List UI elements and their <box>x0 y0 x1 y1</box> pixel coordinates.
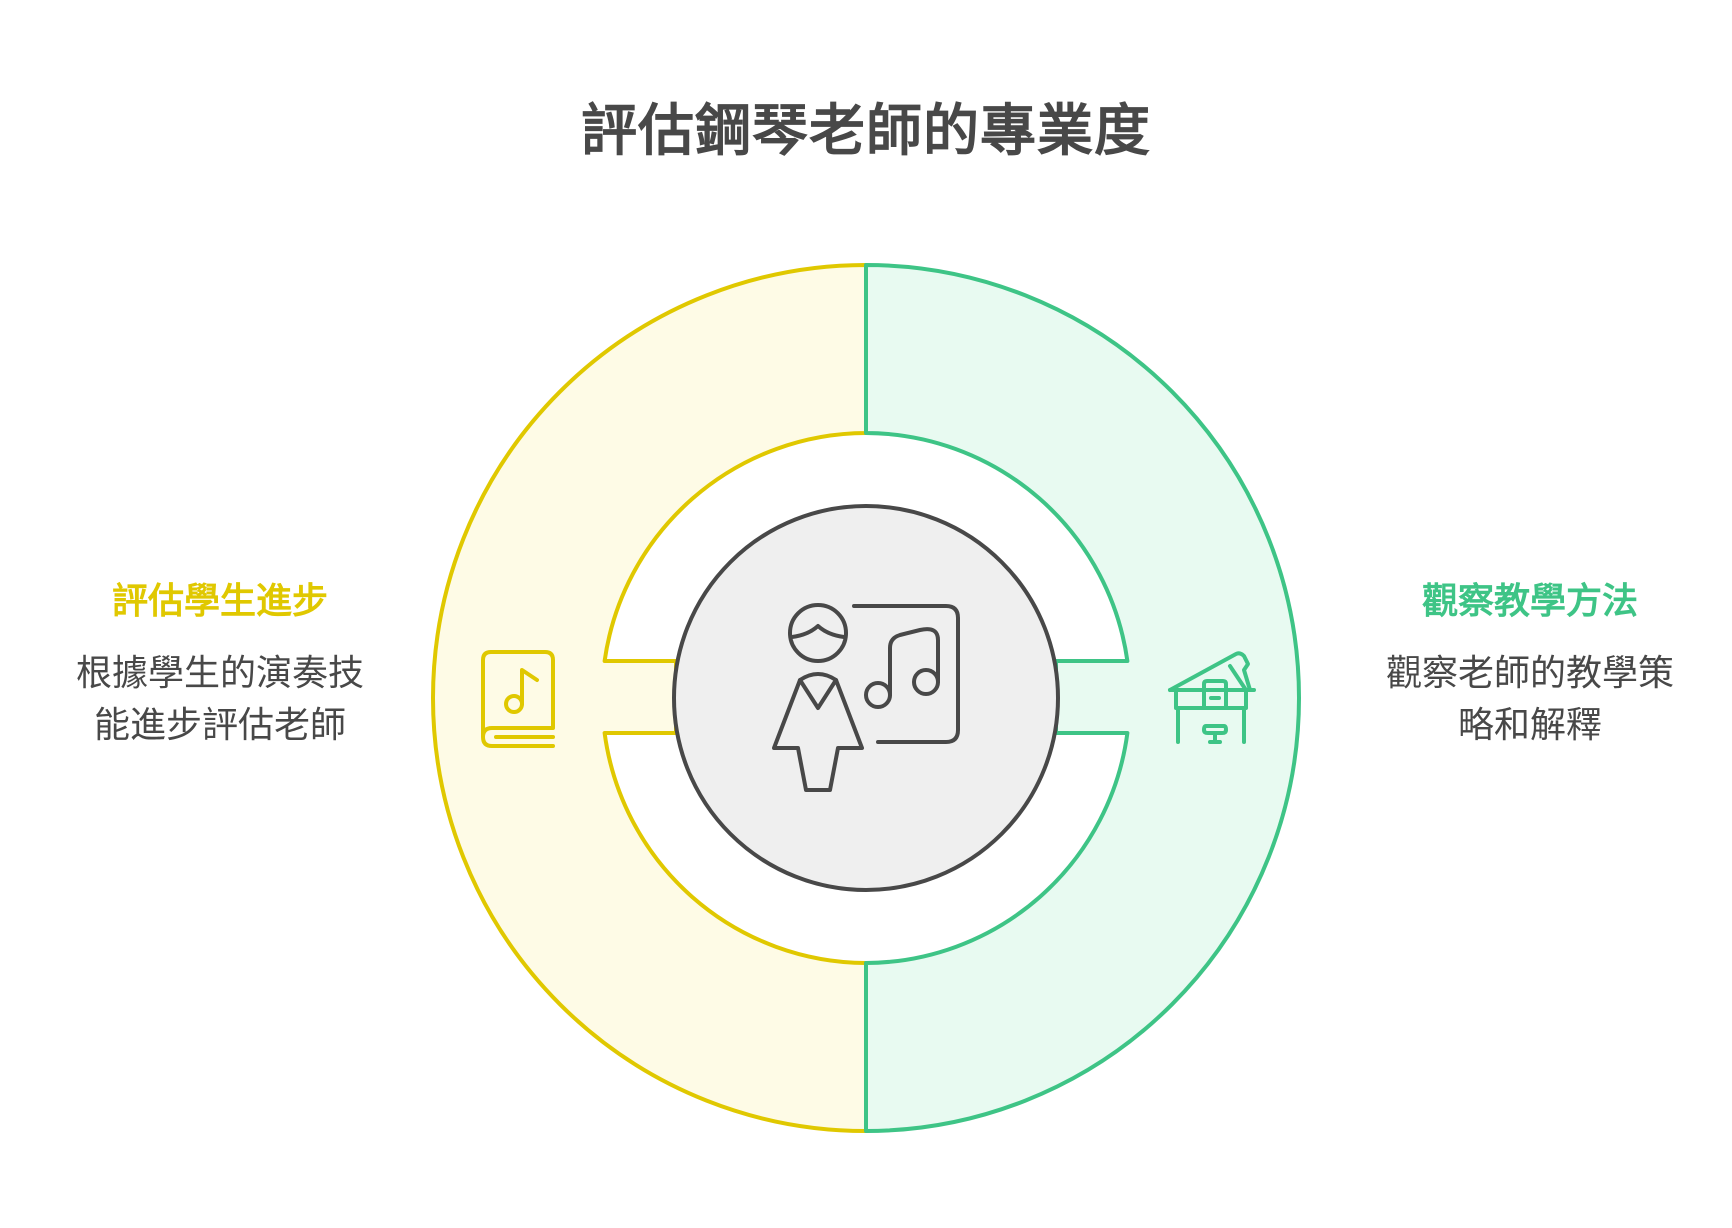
right-segment <box>864 263 1301 1133</box>
section-left-description-line: 能進步評估老師 <box>93 705 346 746</box>
left-segment <box>431 263 868 1133</box>
section-left-description-line: 根據學生的演奏技 <box>75 653 364 694</box>
section-right-description-line: 觀察老師的教學策 <box>1385 653 1674 694</box>
section-left-description: 根據學生的演奏技 能進步評估老師 <box>40 648 400 752</box>
section-left: 評估學生進步 根據學生的演奏技 能進步評估老師 <box>40 578 400 752</box>
diagram-title: 評估鋼琴老師的專業度 <box>581 99 1151 164</box>
teacher-music-board-icon <box>772 603 960 792</box>
section-left-heading: 評估學生進步 <box>111 581 328 622</box>
section-right-description: 觀察老師的教學策 略和解釋 <box>1340 648 1720 752</box>
music-book-icon <box>481 650 555 748</box>
grand-piano-icon <box>1168 651 1256 744</box>
section-right-description-line: 略和解釋 <box>1457 705 1602 746</box>
section-right-heading: 觀察教學方法 <box>1421 581 1638 622</box>
section-right: 觀察教學方法 觀察老師的教學策 略和解釋 <box>1340 578 1720 752</box>
